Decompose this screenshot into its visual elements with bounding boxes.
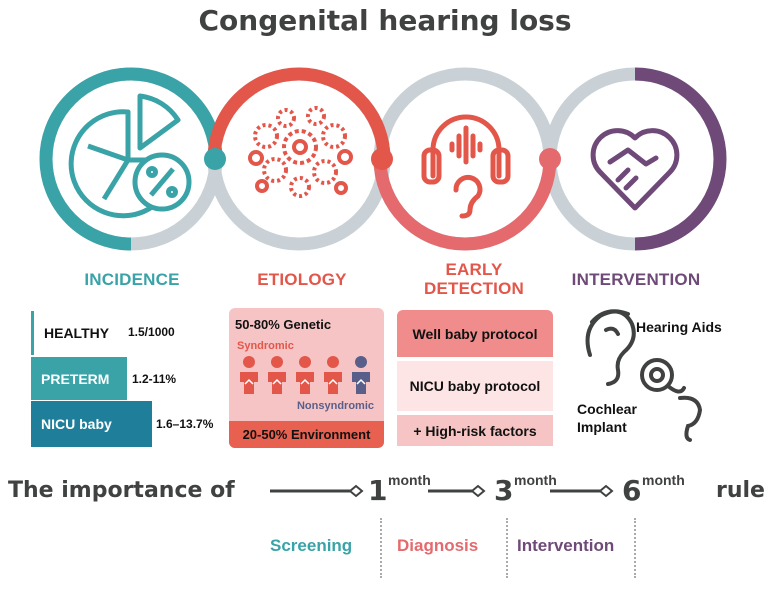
- etiology-genetic: 50-80% Genetic: [235, 317, 332, 332]
- step-divider: [380, 518, 382, 578]
- rule-timeline: [270, 484, 614, 498]
- pie-chart-percent-icon: [68, 93, 192, 219]
- incidence-value: 1.5/1000: [128, 325, 175, 339]
- intervention-arc: [634, 67, 727, 251]
- incidence-arc: [39, 67, 223, 251]
- rule-prefix: The importance of: [8, 478, 235, 503]
- rule-unit: month: [514, 472, 557, 488]
- rule-unit: month: [388, 472, 431, 488]
- handshake-heart-icon: [590, 128, 680, 211]
- etiology-nonsyndromic: Nonsyndromic: [296, 400, 374, 412]
- etiology-box: 50-80% Genetic Syndromic Nonsyndromic 20…: [229, 308, 384, 448]
- rule-number-6: 6: [622, 474, 642, 507]
- incidence-bar-nicu: NICU baby: [31, 401, 152, 447]
- etiology-arc: [207, 67, 391, 160]
- page-title: Congenital hearing loss: [198, 4, 572, 37]
- incidence-label: HEALTHY: [44, 325, 110, 341]
- etiology-syndromic: Syndromic: [237, 340, 294, 352]
- rule-unit: month: [642, 472, 685, 488]
- step-divider: [506, 518, 508, 578]
- detection-nicu-baby: NICU baby protocol: [397, 361, 553, 411]
- detection-well-baby: Well baby protocol: [397, 310, 553, 357]
- family-figures-icon: [240, 356, 370, 394]
- step-diagnosis: Diagnosis: [397, 536, 479, 555]
- intervention-hearing-aids: Hearing Aids: [636, 319, 722, 335]
- intervention-devices: [585, 309, 703, 442]
- incidence-bar-preterm: PRETERM: [31, 357, 127, 400]
- step-divider: [634, 518, 636, 578]
- rule-suffix: rule: [716, 478, 765, 503]
- cochlear-implant-icon: [640, 358, 703, 442]
- rule-number-3: 3: [494, 474, 514, 507]
- detection-arc: [373, 158, 557, 251]
- header-intervention: INTERVENTION: [571, 270, 701, 289]
- etiology-environment: 20-50% Environment: [229, 421, 384, 448]
- intervention-cochlear-implant: Cochlear Implant: [577, 401, 637, 435]
- header-incidence: INCIDENCE: [84, 270, 180, 289]
- hearing-aid-icon: [585, 309, 636, 386]
- incidence-value: 1.6–13.7%: [156, 417, 214, 431]
- incidence-label: PRETERM: [41, 370, 110, 387]
- incidence-value: 1.2-11%: [132, 372, 177, 386]
- header-early-detection: EARLY DETECTION: [423, 260, 525, 298]
- header-etiology: ETIOLOGY: [257, 270, 347, 289]
- stage-rings: [39, 67, 727, 251]
- incidence-label: NICU baby: [41, 416, 112, 432]
- rule-number-1: 1: [368, 474, 388, 507]
- step-intervention: Intervention: [517, 536, 615, 555]
- incidence-bar-healthy: HEALTHY: [31, 311, 121, 355]
- gears-icon: [248, 106, 353, 198]
- headphones-ear-icon: [421, 114, 511, 219]
- step-screening: Screening: [270, 536, 353, 555]
- detection-high-risk: + High-risk factors: [397, 415, 553, 446]
